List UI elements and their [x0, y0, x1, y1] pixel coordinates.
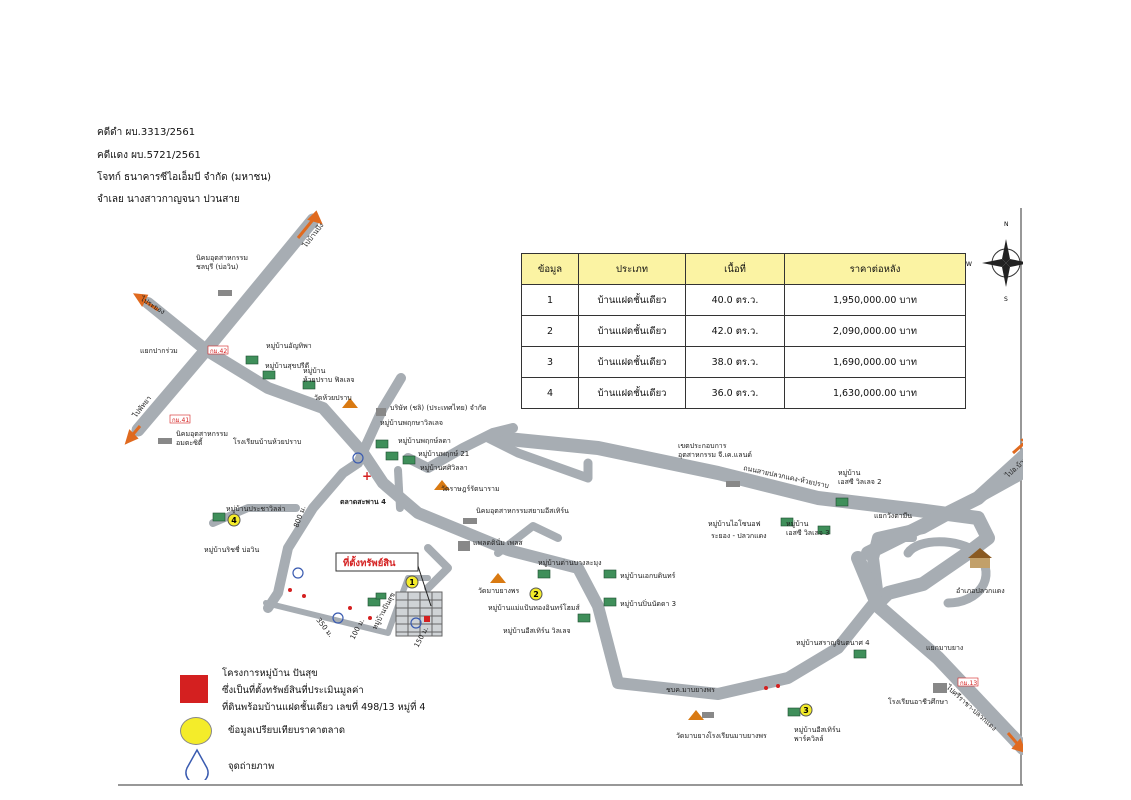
- temple-huaiprap-label: วัดห้วยปราบ: [314, 394, 352, 402]
- comparable-markers: 1 2 3 4: [227, 513, 813, 717]
- road-left-sub: [263, 373, 406, 613]
- estate-left-label: นิคมอุตสาหกรรมอมตะซิตี้: [176, 430, 228, 447]
- village-dan-label: หมู่บ้านด่านบางละมุง: [538, 559, 602, 567]
- village-maelin-label: หมู่บ้านแม่แป้นทองอินทร์โฮมส์: [488, 603, 581, 612]
- svg-text:2: 2: [533, 590, 539, 599]
- svg-text:+: +: [362, 469, 372, 483]
- village-ekbow-label: หมู่บ้านเอกบดินทร์: [620, 572, 676, 580]
- village-pracha-label: หมู่บ้านประชาวิลล่า: [226, 505, 286, 513]
- temple-mabyang-label: วัดมาบยาง: [676, 732, 709, 740]
- col-area: เนื้อที่: [685, 253, 785, 285]
- plaintiff: โจทก์ ธนาคารซีไอเอ็มบี จำกัด (มหาชน): [97, 172, 272, 183]
- svg-text:W: W: [966, 261, 972, 268]
- village-ricchi-label: หมู่บ้านริชชี่ บ่อวิน: [204, 545, 259, 554]
- svg-text:N: N: [1004, 221, 1009, 228]
- road-huaiprap-right: [483, 433, 593, 483]
- school-mabyang-label: ชบค.มาบยางพร: [666, 686, 715, 694]
- km42-marker: กม.42: [210, 348, 227, 355]
- case-red-number: คดีแดง ผบ.5721/2561: [97, 150, 201, 161]
- intersection-label: แยกปากร่วม: [140, 347, 178, 355]
- road-ploy-upper: [403, 423, 518, 473]
- col-price: ราคาต่อหลัง: [784, 253, 966, 285]
- village-anuthip-label: หมู่บ้านอัญทิพา: [266, 342, 312, 350]
- platinum-label: แพลตตินั่ม เพลส: [473, 538, 523, 547]
- col-info: ข้อมูล: [521, 253, 579, 285]
- legend-red-square: [180, 675, 208, 703]
- district-office-icon: [968, 548, 992, 568]
- temple-mabyangporn-label: วัดมาบยางพร: [478, 587, 520, 595]
- svg-text:3: 3: [803, 706, 809, 715]
- road-mid-south: [494, 522, 562, 557]
- km41-marker: กม.41: [172, 417, 189, 424]
- photo-points: [292, 452, 422, 629]
- road-south-east: [851, 551, 1023, 755]
- village-sukpreecha-label: หมู่บ้านสุขปรีดี: [265, 362, 309, 370]
- school-mabyang2-label: โรงเรียนมาบยางพร: [708, 731, 767, 740]
- location-map: 1 2 3 4 + N S E W กม.42 กม.41 กม.13 นิคม…: [118, 208, 1023, 786]
- temple-rach-label: วัดราษฎร์รัตนาราม: [441, 485, 500, 493]
- village-eastern-label: หมู่บ้านอีสเทิร์น วิลเลจ: [503, 627, 571, 635]
- legend-comparable: ข้อมูลเปรียบเทียบราคาตลาด: [228, 725, 345, 736]
- km13-marker: กม.13: [960, 680, 977, 687]
- market-4-label: ตลาดสะพาน 4: [340, 498, 386, 506]
- estate-mid-label: นิคมอุตสาหกรรมสยามอีสเทิร์น: [476, 507, 569, 515]
- property-title: ที่ตั้งทรัพย์สิน: [343, 555, 396, 569]
- property-plot: [395, 591, 443, 637]
- estate-top-label: นิคมอุตสาหกรรมชลบุรี (บ่อวิน): [196, 254, 248, 271]
- village-techno-label: หมู่บ้านไอโซนอฟ: [708, 519, 761, 528]
- village-pruksa-label: หมู่บ้านพฤกษาวิลเลจ: [380, 419, 443, 427]
- village-pimnatta-label: หมู่บ้านปิ่นนัดดา 3: [620, 599, 676, 608]
- estate-right-label: เขตประกอบการอุตสาหกรรม จี.เค.แลนด์: [678, 442, 752, 459]
- legend-project-line1: โครงการหมู่บ้าน ปันสุข: [222, 668, 318, 679]
- col-type: ประเภท: [578, 253, 686, 285]
- legend-project-line3: ที่ดินพร้อมบ้านแฝดชั้นเดียว เลขที่ 498/1…: [222, 702, 426, 713]
- svg-text:1: 1: [409, 578, 415, 587]
- village-icons: [212, 355, 867, 717]
- legend-yellow-circle: [180, 717, 212, 745]
- village-ekset2-label: หมู่บ้านเอสซี วิลเลจ 2: [838, 469, 882, 486]
- school-right-label: โรงเรียนอาชีวศึกษา: [888, 697, 948, 706]
- village-pruksa2-label: หมู่บ้านพฤกษ์ลดา: [398, 437, 451, 445]
- photo-point-icon: [185, 748, 209, 780]
- compass-icon: [982, 239, 1023, 287]
- legend-project-line2: ซึ่งเป็นที่ตั้งทรัพย์สินที่ประเมินมูลค่า: [222, 685, 364, 696]
- rayong-pluak-label: ระยอง - ปลวกแดง: [711, 532, 767, 540]
- road-ploykdaeng: [491, 431, 995, 610]
- village-sasi-label: หมู่บ้านศศิวิลลา: [420, 464, 468, 472]
- svg-text:S: S: [1004, 296, 1008, 303]
- village-huaiprap-label: หมู่บ้านห้วยปราบ ฟิลเลจ: [303, 367, 354, 384]
- school-left-label: โรงเรียนบ้านห้วยปราบ: [233, 437, 301, 446]
- junction-right-label: แยกวังตามีน: [874, 512, 912, 520]
- defendant: จำเลย นางสาวกาญจนา ปวนสาย: [97, 194, 240, 205]
- road-to-market: [394, 466, 404, 512]
- village-21-label: หมู่บ้านพฤกษ์ 21: [418, 450, 469, 458]
- svg-text:4: 4: [231, 516, 237, 525]
- village-ekset3-label: หมู่บ้านเอสซี วิลเลจ 3: [786, 520, 830, 537]
- junction-mabyang-label: แยกมาบยาง: [926, 644, 963, 652]
- case-black-number: คดีดำ ผบ.3313/2561: [97, 127, 196, 138]
- village-eastern-park-label: หมู่บ้านอีสเทิร์นพาร์ควิลล์: [794, 726, 841, 743]
- legend-photo-point: จุดถ่ายภาพ: [228, 761, 275, 772]
- village-srinakarin-label: หมู่บ้านสราญจินตนาศ 4: [796, 639, 870, 647]
- road-khao: [424, 544, 452, 592]
- company-label: บริษัท (ชลิ) (ประเทศไทย) จำกัด: [390, 403, 487, 412]
- district-label: อำเภอปลวกแดง: [956, 587, 1005, 595]
